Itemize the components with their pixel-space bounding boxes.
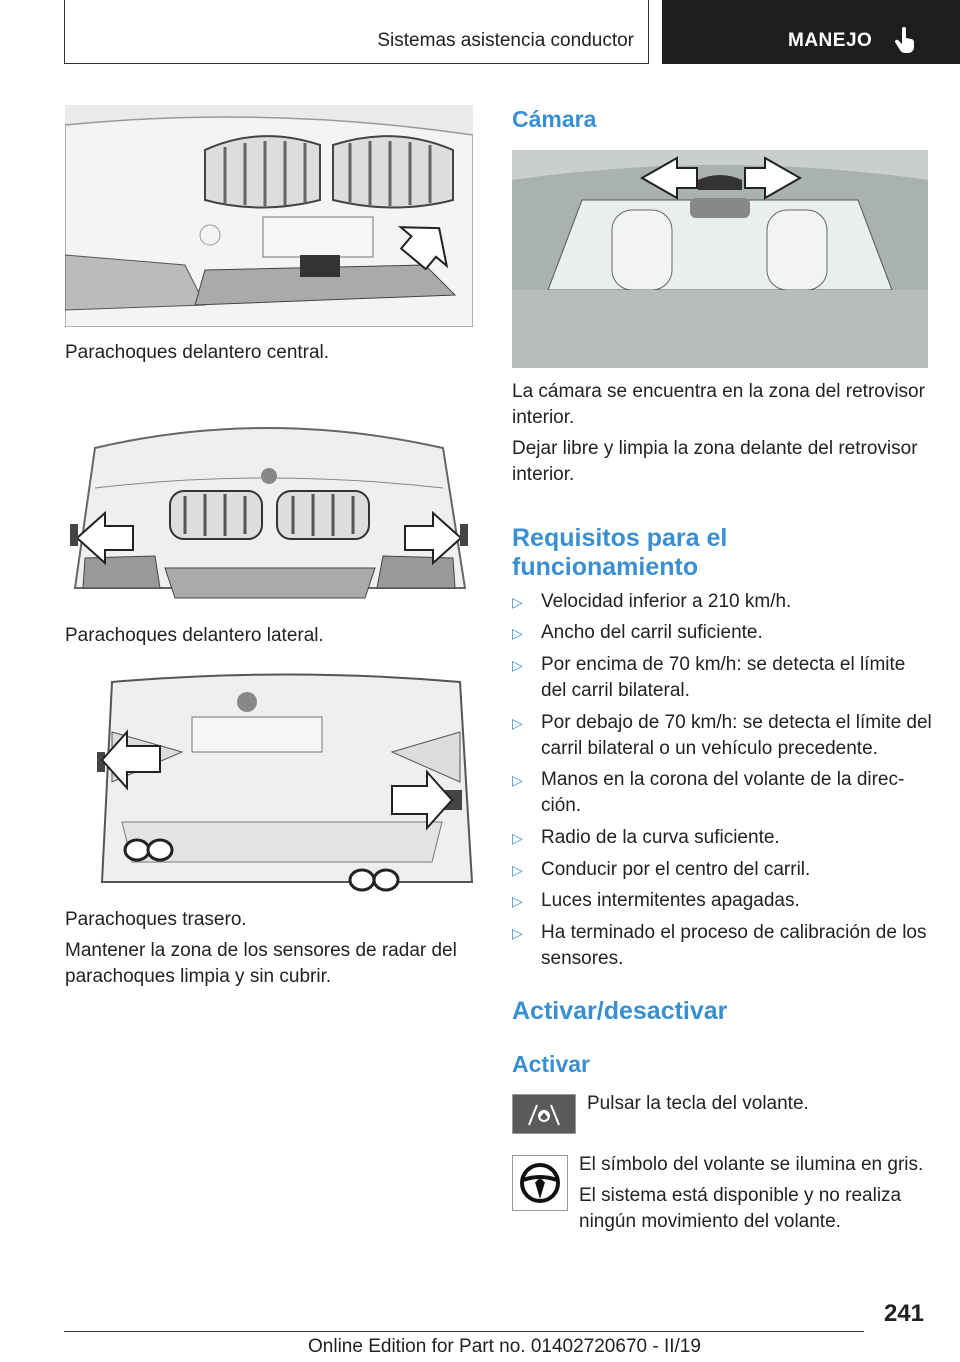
symbol-paragraph-1: El símbolo del volante se ilumina en gri…	[579, 1154, 924, 1175]
list-item: ▷Velocidad inferior a 210 km/h.	[512, 589, 932, 615]
activate-paragraph: Pulsar la tecla del volante.	[587, 1093, 809, 1114]
triangle-bullet-icon: ▷	[512, 715, 523, 731]
camera-interior-image	[512, 150, 928, 368]
symbol-paragraph-2: El sistema está disponible y no realiza …	[579, 1185, 902, 1232]
list-item: ▷Ancho del carril suficiente.	[512, 620, 932, 646]
triangle-bullet-icon: ▷	[512, 862, 523, 878]
activate-deactivate-heading: Activar/desactivar	[512, 997, 728, 1025]
triangle-bullet-icon: ▷	[512, 657, 523, 673]
list-item: ▷Manos en la corona del volante de la di…	[512, 769, 905, 816]
rear-bumper-image	[92, 672, 480, 894]
activate-subheading: Activar	[512, 1051, 590, 1077]
header-section-box: Sistemas asistencia conductor	[64, 0, 649, 64]
paragraph-radar-sensors: Mantener la zona de los sensores de rada…	[65, 940, 457, 987]
camera-paragraph-1: La cámara se encuentra en la zona del re…	[512, 381, 925, 428]
lane-assist-button-icon	[512, 1094, 576, 1134]
header-section-title: Sistemas asistencia conductor	[377, 30, 634, 51]
list-item: ▷Luces intermitentes apagadas.	[512, 888, 932, 914]
triangle-bullet-icon: ▷	[512, 594, 523, 610]
triangle-bullet-icon: ▷	[512, 893, 523, 909]
list-item: ▷Por debajo de 70 km/h: se detecta el lí…	[512, 712, 932, 759]
list-item: ▷Conducir por el centro del carril.	[512, 857, 932, 883]
list-item: ▷Ha terminado el proceso de calibración …	[512, 922, 927, 969]
list-item: ▷Radio de la curva suficiente.	[512, 825, 932, 851]
caption-rear: Parachoques trasero.	[65, 909, 247, 930]
caption-front-lateral: Parachoques delantero lateral.	[65, 625, 324, 646]
header-chapter-box: MANEJO	[662, 0, 960, 64]
page-number: 241	[883, 1300, 924, 1327]
header-chapter-title: MANEJO	[788, 30, 873, 51]
hand-pointer-icon	[894, 27, 914, 53]
footer-edition: Online Edition for Part no. 01402720670 …	[308, 1336, 701, 1357]
list-item: ▷Por encima de 70 km/h: se detecta el lí…	[512, 654, 906, 701]
steering-wheel-icon	[512, 1155, 568, 1211]
triangle-bullet-icon: ▷	[512, 830, 523, 846]
triangle-bullet-icon: ▷	[512, 772, 523, 788]
camera-heading: Cámara	[512, 106, 597, 132]
footer-divider	[64, 1331, 864, 1332]
front-bumper-lateral-image	[65, 388, 473, 610]
requirements-heading: Requisitos para el funcionamiento	[512, 524, 728, 581]
front-bumper-center-image	[65, 105, 473, 327]
caption-front-center: Parachoques delantero central.	[65, 342, 330, 363]
triangle-bullet-icon: ▷	[512, 625, 523, 641]
triangle-bullet-icon: ▷	[512, 925, 523, 941]
camera-paragraph-2: Dejar libre y limpia la zona delante del…	[512, 438, 918, 485]
